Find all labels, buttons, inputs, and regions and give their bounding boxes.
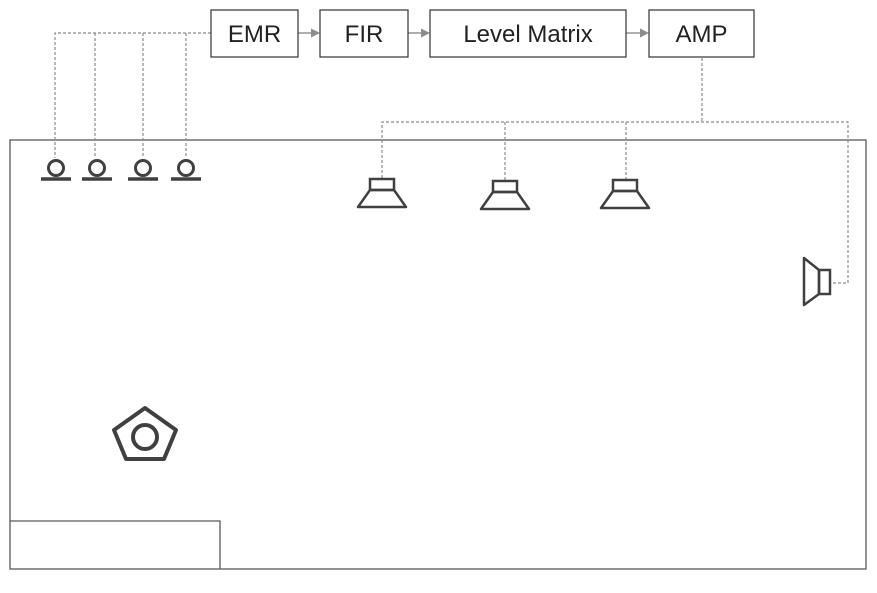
microphone-icon [171, 159, 201, 181]
block-amp-label: AMP [675, 21, 727, 48]
block-emr-box [210, 9, 299, 58]
room-inset-area [10, 520, 221, 569]
block-emr-label: EMR [228, 21, 281, 48]
block-level-matrix-label: Level Matrix [463, 21, 592, 48]
room-outline [9, 139, 867, 570]
block-fir-box [319, 9, 409, 58]
microphone-icon [41, 159, 71, 181]
microphone-icons [41, 159, 201, 181]
block-fir-label: FIR [345, 21, 384, 48]
wall-speaker-icon [802, 256, 832, 307]
block-amp: AMP [648, 9, 755, 58]
sound-source-icon [112, 406, 178, 461]
speaker-icon [479, 179, 531, 211]
arrow-head-fir-level [421, 28, 430, 38]
block-emr: EMR [210, 9, 299, 58]
signal-arrows [298, 28, 649, 38]
arrow-head-level-amp [640, 28, 649, 38]
mic-wire-1 [54, 32, 211, 158]
block-amp-box [648, 9, 755, 58]
microphone-icon [128, 159, 158, 181]
microphone-icon [82, 159, 112, 181]
speaker-icon [356, 177, 408, 209]
block-level-matrix: Level Matrix [429, 9, 627, 58]
block-level-matrix-box [429, 9, 627, 58]
ceiling-speaker-icons [356, 177, 651, 211]
microphone-wiring [54, 32, 211, 158]
block-fir: FIR [319, 9, 409, 58]
speaker-wiring [381, 58, 849, 284]
arrow-head-emr-fir [311, 28, 320, 38]
speaker-bus-wire [381, 121, 849, 284]
speaker-icon [599, 178, 651, 210]
